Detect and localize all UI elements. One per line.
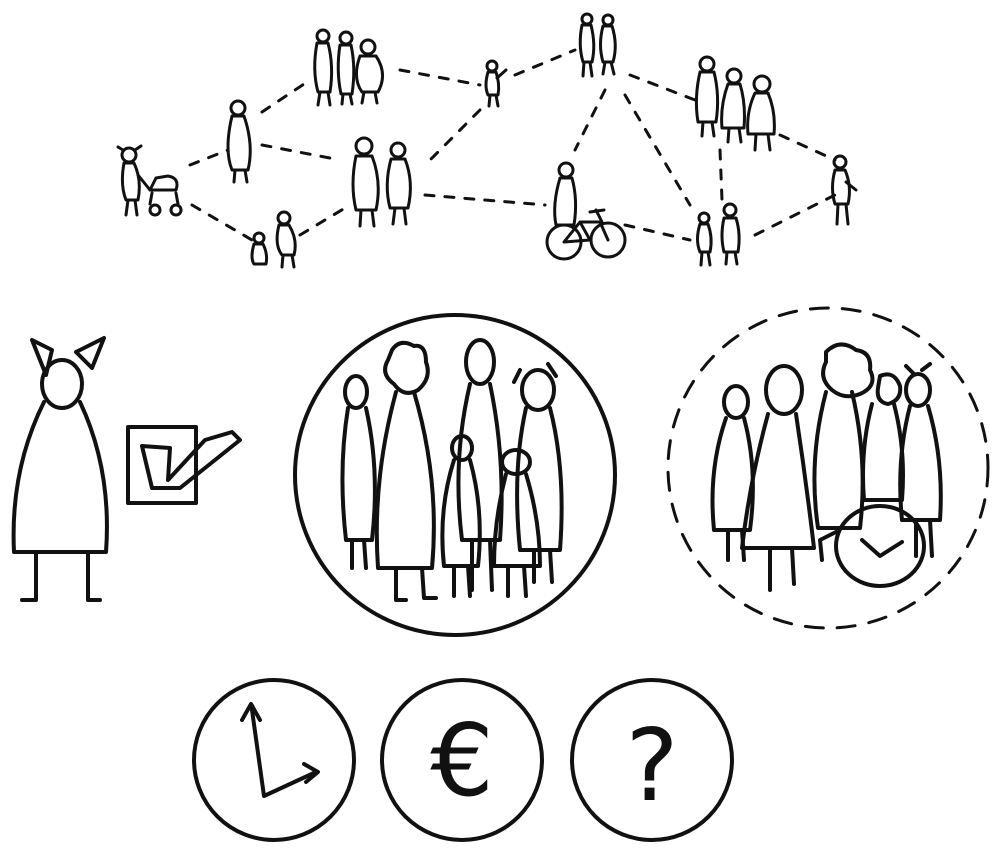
pair-top-figure — [578, 12, 617, 78]
pair-lower-right-figure — [696, 202, 741, 267]
wheelchair-icon — [818, 504, 926, 588]
dashed-boundary-circle — [666, 306, 990, 630]
closed-group-panel — [293, 313, 617, 637]
clock-arrows-icon — [192, 678, 356, 842]
single-walker-figure — [226, 99, 252, 184]
open-group-panel — [666, 306, 990, 630]
checkmark-icon — [140, 430, 242, 490]
pair-middle-figure — [351, 136, 412, 228]
closed-group-people — [340, 338, 564, 602]
solid-boundary-circle — [293, 313, 617, 637]
child-and-adult-figure — [250, 210, 297, 269]
cyclist-figure — [545, 161, 627, 261]
checkbox-icon — [126, 425, 198, 505]
open-group-people — [710, 342, 943, 592]
question-symbol: ? — [625, 707, 678, 824]
euro-icon: € — [380, 678, 544, 842]
single-small-figure — [484, 59, 508, 108]
individual-figure — [11, 336, 109, 602]
network-links — [188, 48, 837, 242]
trio-top-figure — [313, 28, 384, 107]
euro-symbol: € — [430, 702, 494, 819]
parent-with-pram-figure — [116, 144, 183, 217]
trio-right-figure — [694, 55, 776, 152]
question-icon: ? — [570, 678, 734, 842]
single-far-right-figure — [831, 154, 858, 226]
